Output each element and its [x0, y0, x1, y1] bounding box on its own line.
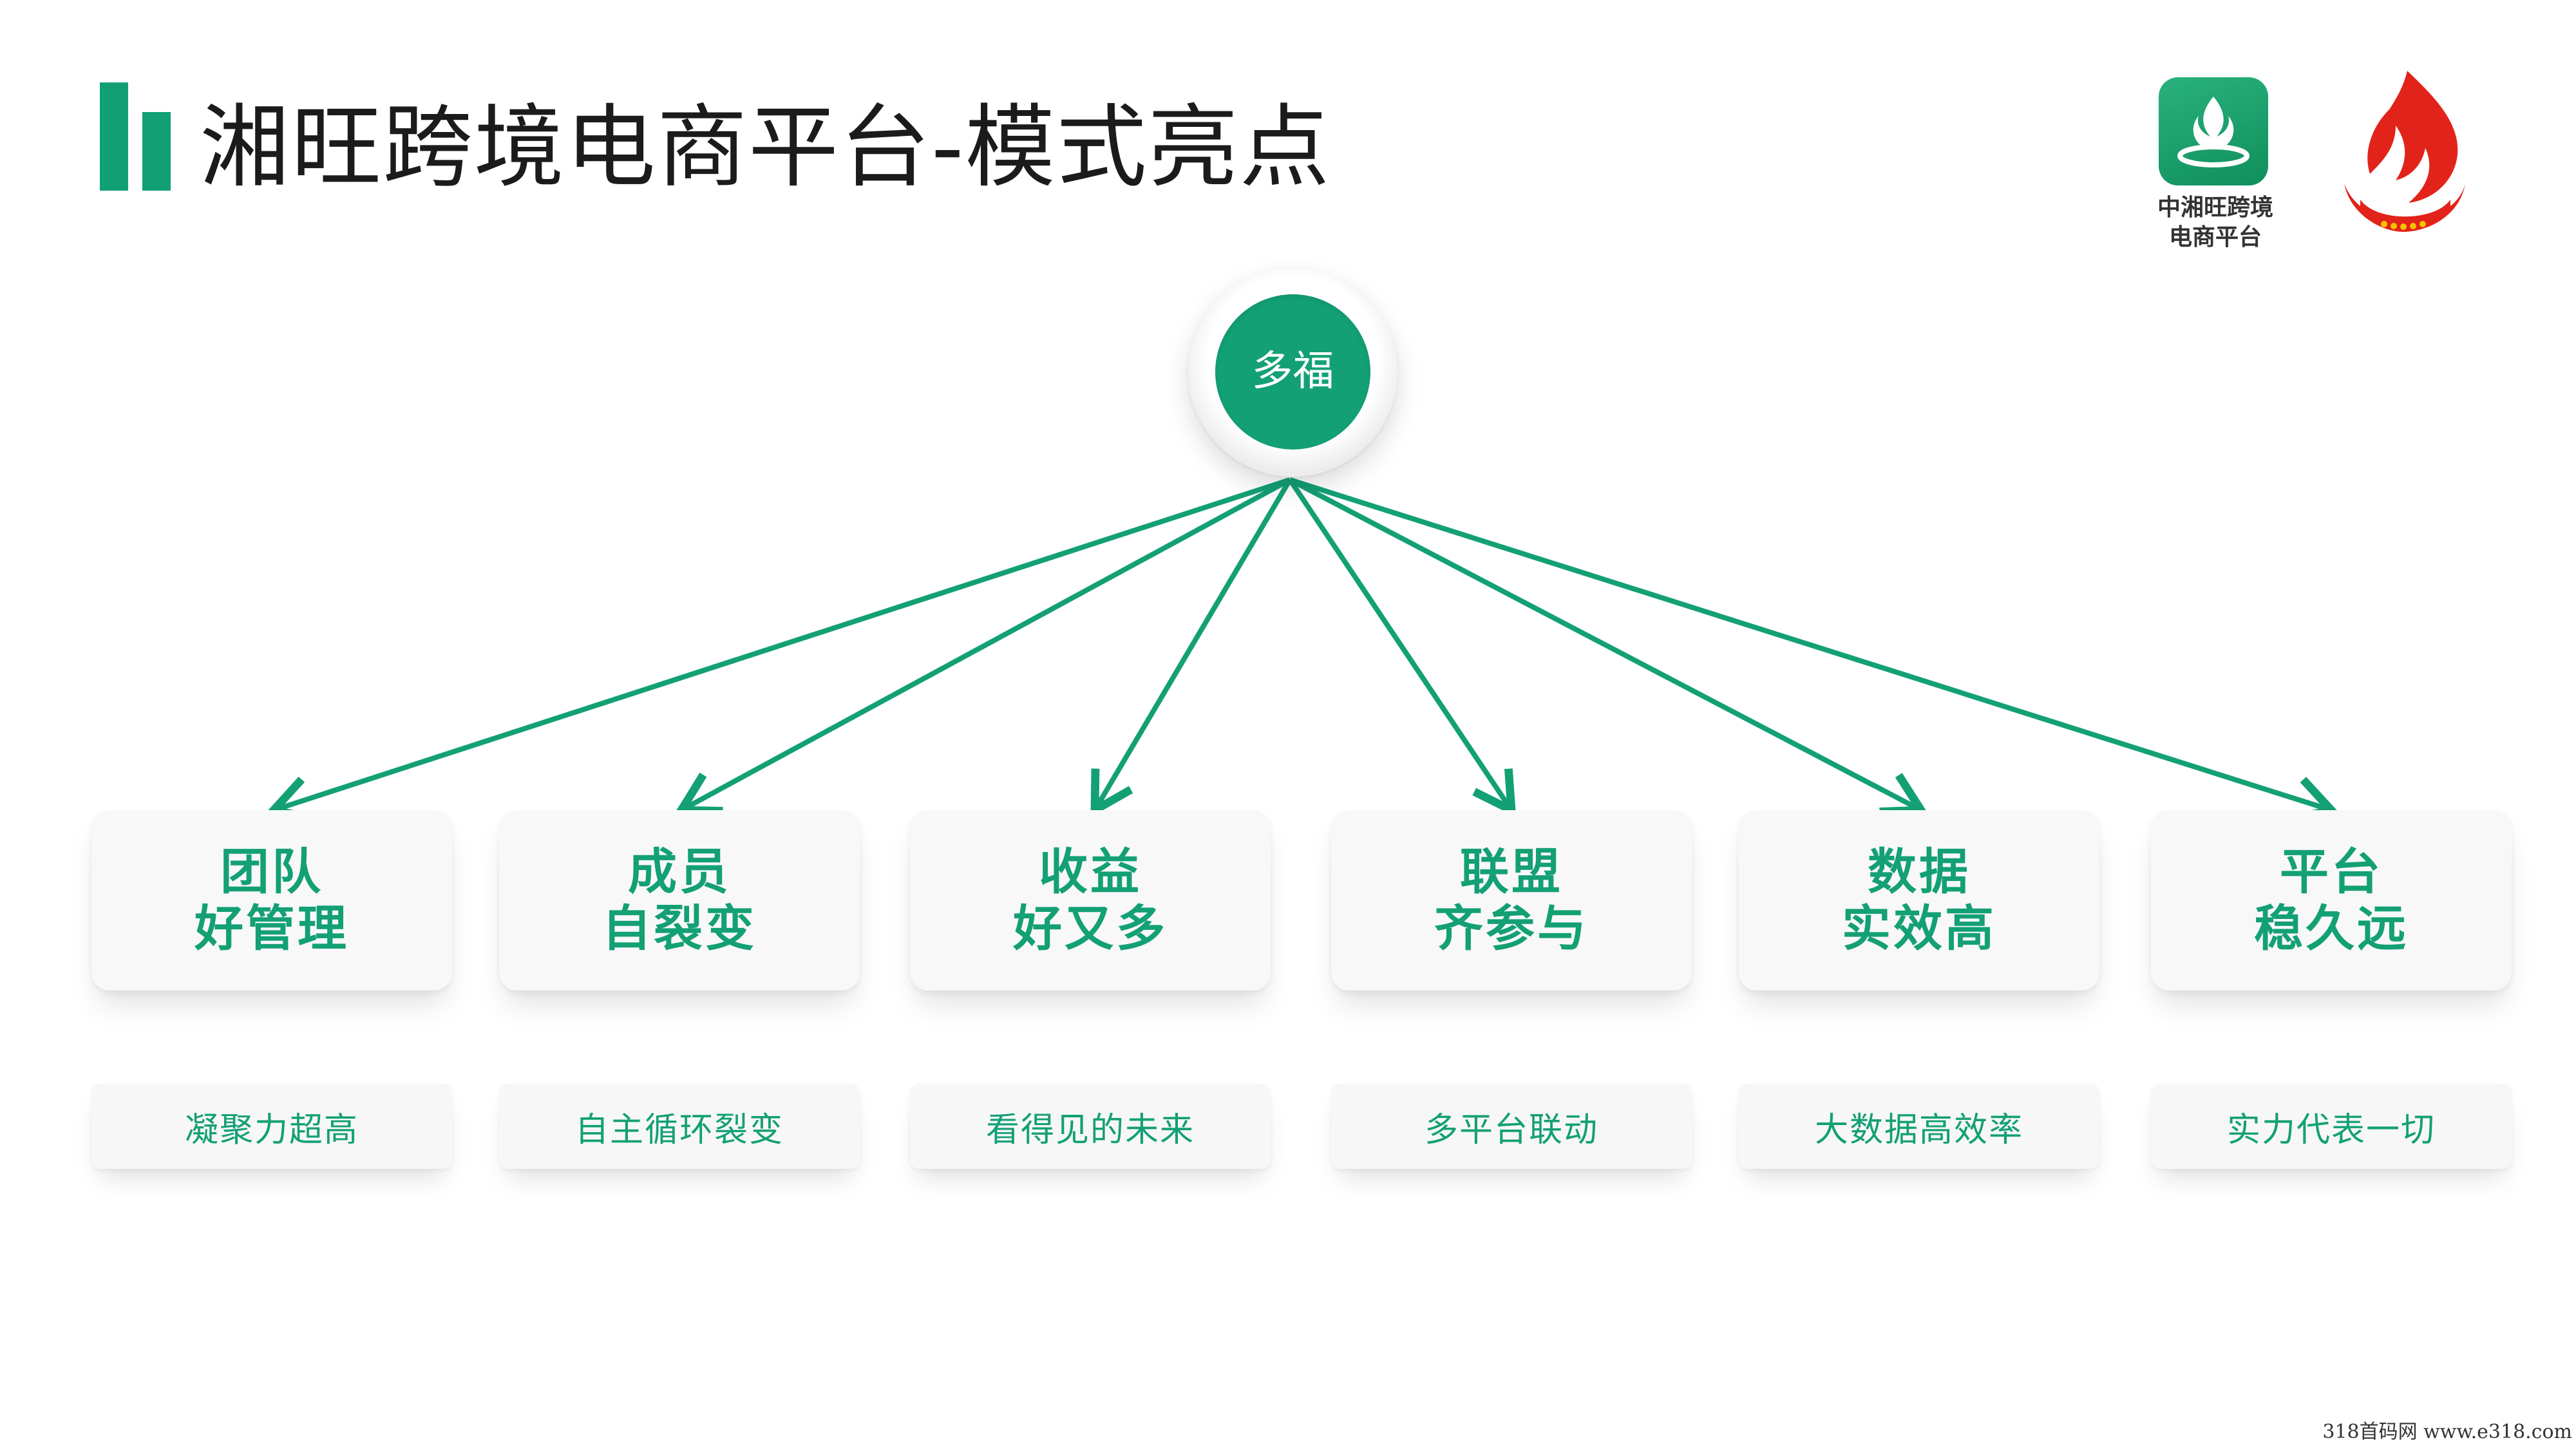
feature-card-title: 收益 [1039, 843, 1142, 900]
title-accent-bars [100, 82, 171, 191]
brand-name-line2: 电商平台 [2168, 224, 2262, 251]
feature-card-title: 平台 [2280, 843, 2383, 900]
arrow-4 [1287, 478, 1517, 817]
feature-card-subtitle: 齐参与 [1434, 900, 1589, 957]
arrow-5 [1289, 477, 1929, 816]
feature-sub-label-1: 凝聚力超高 [91, 1084, 452, 1169]
feature-sub-label-4: 多平台联动 [1331, 1084, 1692, 1169]
title-bar-tall [100, 82, 128, 191]
feature-card-subtitle: 实效高 [1842, 900, 1996, 957]
feature-sub-label-5: 大数据高效率 [1739, 1084, 2099, 1169]
feature-card-subtitle: 稳久远 [2254, 900, 2409, 957]
feature-card-subtitle: 自裂变 [602, 900, 757, 957]
footer-watermark: 318首码网 www.e318.com [2322, 1421, 2572, 1443]
feature-sub-label-3: 看得见的未来 [910, 1084, 1271, 1169]
feature-card-title: 数据 [1868, 843, 1971, 900]
feature-card-2: 成员 自裂变 [499, 810, 860, 990]
brand-name-line1: 中湘旺跨境 [2157, 194, 2273, 221]
arrow-2 [674, 477, 1291, 815]
feature-card-6: 平台 稳久远 [2151, 810, 2512, 990]
arrow-3 [1090, 478, 1293, 818]
flame-emblem-icon [2331, 71, 2476, 245]
feature-card-title: 团队 [220, 843, 323, 900]
brand-logo-icon [2159, 77, 2268, 185]
feature-card-3: 收益 好又多 [910, 810, 1271, 990]
feature-card-title: 成员 [628, 843, 731, 900]
arrow-1 [265, 477, 1291, 823]
feature-card-1: 团队 好管理 [91, 810, 452, 990]
center-node: 多福 [1188, 267, 1397, 477]
feature-sub-label-6: 实力代表一切 [2151, 1084, 2512, 1169]
feature-card-subtitle: 好管理 [194, 900, 349, 957]
feature-card-4: 联盟 齐参与 [1331, 810, 1692, 990]
center-node-label: 多福 [1215, 294, 1370, 450]
feature-card-5: 数据 实效高 [1739, 810, 2099, 990]
arrow-6 [1289, 477, 2340, 823]
feature-sub-label-2: 自主循环裂变 [499, 1084, 860, 1169]
feature-card-title: 联盟 [1460, 843, 1563, 900]
brand-name: 中湘旺跨境 电商平台 [2132, 193, 2299, 252]
feature-card-subtitle: 好又多 [1013, 900, 1168, 957]
page-title: 湘旺跨境电商平台-模式亮点 [200, 95, 1331, 200]
title-bar-short [142, 112, 171, 191]
